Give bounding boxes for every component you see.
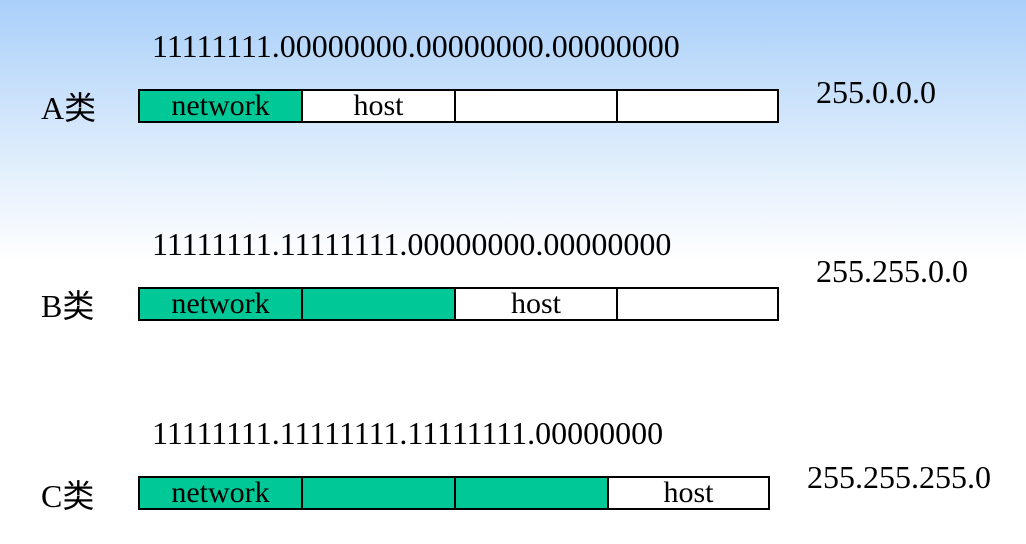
class-b-segment-2 [303,289,456,319]
class-b-binary-mask: 11111111.11111111.00000000.00000000 [152,226,672,262]
class-b-subnet-mask: 255.255.0.0 [816,253,968,289]
class-a-label: A类 [41,90,97,126]
class-c-address-bar: network host [138,476,770,510]
class-b-label: B类 [41,288,95,324]
class-a-segment-2: host [303,91,456,121]
class-a-binary-mask: 11111111.00000000.00000000.00000000 [152,28,680,64]
class-c-segment-3 [456,478,609,508]
class-c-segment-4: host [609,478,768,508]
class-c-label: C类 [41,478,95,514]
class-c-segment-2 [303,478,456,508]
class-b-segment-3: host [456,289,618,319]
class-a-segment-3 [456,91,618,121]
class-b-segment-4 [618,289,777,319]
class-a-segment-4 [618,91,777,121]
class-a-segment-1: network [140,91,303,121]
class-b-segment-1: network [140,289,303,319]
class-c-segment-1: network [140,478,303,508]
class-a-address-bar: network host [138,89,779,123]
class-c-subnet-mask: 255.255.255.0 [807,459,991,495]
class-c-binary-mask: 11111111.11111111.11111111.00000000 [152,415,664,451]
class-a-subnet-mask: 255.0.0.0 [816,74,936,110]
class-b-address-bar: network host [138,287,779,321]
